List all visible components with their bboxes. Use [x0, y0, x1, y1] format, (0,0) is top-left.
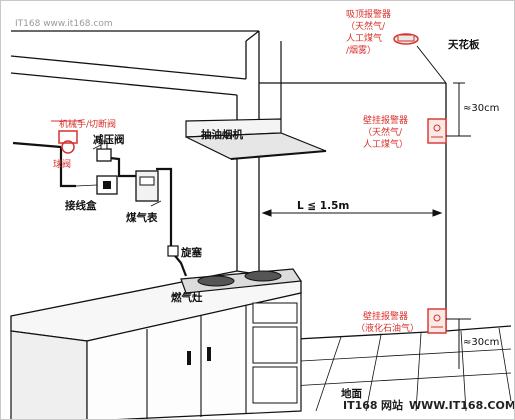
dimension-top-label: ≈30cm: [463, 103, 499, 114]
gas-meter-icon: [135, 170, 159, 202]
dimension-top: [446, 82, 471, 137]
watermark-top: IT168 www.it168.com: [15, 19, 113, 29]
wall-alarm-top-line-2: （天然气/: [363, 126, 403, 138]
ceiling-alarm-line-3: 人工煤气: [346, 32, 382, 44]
pressure-valve-label: 减压阀: [93, 133, 125, 146]
watermark-brand: IT168: [343, 399, 378, 412]
gas-pipe: [12, 141, 188, 277]
junction-box-icon: [96, 175, 118, 195]
dimension-bottom: [446, 318, 471, 369]
gas-meter-label: 煤气表: [126, 211, 158, 224]
ceiling-alarm-line-1: 吸顶报警器: [346, 8, 391, 20]
junction-box-label: 接线盒: [65, 199, 97, 212]
wall-alarm-bottom-line-1: 壁挂报警器: [363, 310, 408, 322]
ceiling-alarm-icon: [393, 33, 419, 45]
leader-lines: [75, 144, 162, 207]
pressure-valve-icon: [96, 140, 112, 162]
counter: [10, 270, 302, 419]
plug-valve-icon: [167, 245, 179, 257]
hood-label: 抽油烟机: [201, 128, 243, 141]
ceiling-alarm-line-4: /烟雾）: [346, 44, 376, 56]
stove-label: 燃气灶: [171, 291, 203, 304]
watermark-bottom: IT168 网站 WWW.IT168.COM: [343, 398, 515, 412]
wall-alarm-bottom-icon: [427, 308, 447, 334]
distance-label: L ≦ 1.5m: [297, 200, 349, 212]
ball-valve-icon: [51, 120, 81, 154]
wall-alarm-bottom-line-2: （液化石油气）: [356, 322, 419, 334]
wall-alarm-top-icon: [427, 118, 447, 144]
dimension-bottom-label: ≈30cm: [463, 337, 499, 348]
range-hood: [185, 41, 327, 160]
watermark-site: 网站: [381, 398, 403, 412]
floor-label: 地面: [341, 387, 362, 400]
distance-arrow: [261, 209, 443, 217]
wall-alarm-top-line-3: 人工煤气）: [363, 138, 408, 150]
plug-label: 旋塞: [180, 246, 202, 259]
ceiling-link-line: [416, 45, 447, 84]
watermark-url: WWW.IT168.COM: [409, 399, 515, 412]
ceiling-label: 天花板: [448, 38, 480, 51]
valve-label-1: 机械手/切断阀: [59, 118, 116, 130]
valve-label-2: 球阀: [53, 158, 71, 170]
ceiling-alarm-line-2: （天然气/: [346, 20, 386, 32]
wall-alarm-top-line-1: 壁挂报警器: [363, 114, 408, 126]
gas-stove: [180, 268, 303, 294]
